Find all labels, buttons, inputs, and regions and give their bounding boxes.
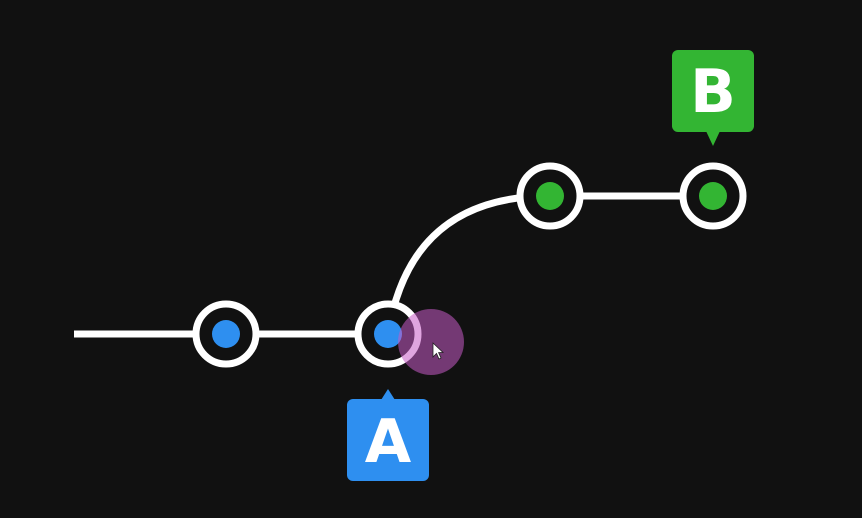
cursor-highlight [398,309,464,375]
commit-a1[interactable] [192,300,260,368]
commit-b2[interactable] [679,162,747,230]
branch-label-a-text: A [365,407,412,477]
branch-label-a: A [347,389,429,481]
branch-label-b-text: B [690,57,736,127]
mouse-pointer-icon [432,342,444,360]
commit-b1[interactable] [516,162,584,230]
branch-label-b: B [672,50,754,146]
